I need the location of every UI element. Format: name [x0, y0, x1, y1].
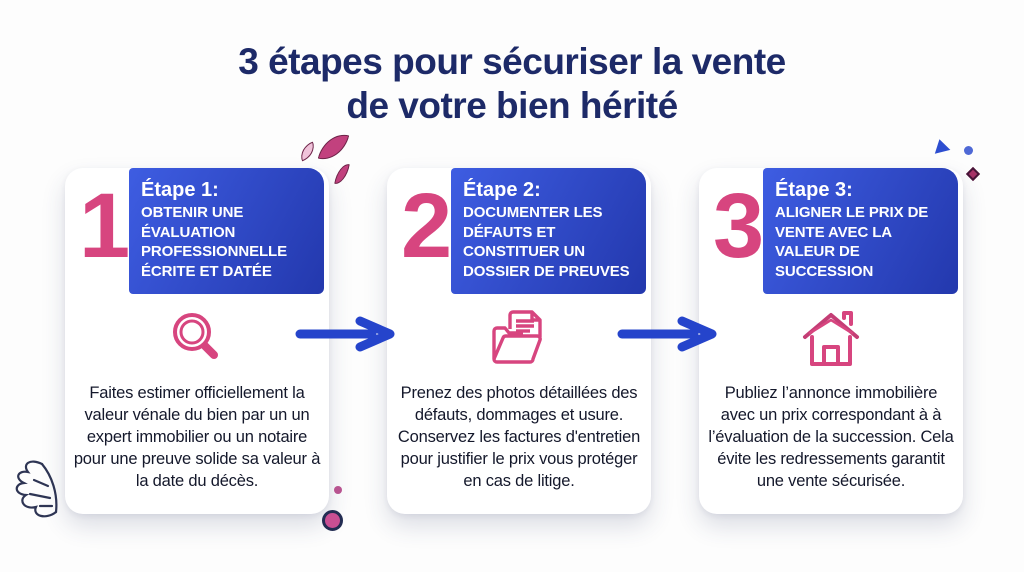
- arrow-step2-to-step3-icon: [616, 316, 720, 352]
- step-card-2: 2 Étape 2: DOCUMENTER LES DÉFAUTS ET CON…: [387, 168, 651, 514]
- step-description: Prenez des photos détaillées des défauts…: [397, 384, 641, 491]
- arrow-step1-to-step2-icon: [294, 316, 398, 352]
- step-header: Étape 2: DOCUMENTER LES DÉFAUTS ET CONST…: [451, 168, 646, 294]
- step-card-1: 1 Étape 1: OBTENIR UNE ÉVALUATION PROFES…: [65, 168, 329, 514]
- step-label: Étape 1:: [141, 179, 219, 201]
- page-title-line2: de votre bien hérité: [346, 84, 678, 126]
- step-number: 3: [713, 175, 765, 277]
- step-number: 2: [401, 175, 453, 277]
- diamond-decoration-icon: [965, 166, 981, 182]
- step-heading: DOCUMENTER LES DÉFAUTS ET CONSTITUER UN …: [463, 204, 630, 280]
- step-heading: OBTENIR UNE ÉVALUATION PROFESSIONNELLE É…: [141, 204, 288, 280]
- step-number: 1: [79, 175, 131, 277]
- pink-circle-icon: [322, 510, 343, 531]
- step-label: Étape 3:: [775, 179, 853, 201]
- leaf-outline-icon: [296, 141, 319, 162]
- step-header: Étape 3: ALIGNER LE PRIX DE VENTE AVEC L…: [763, 168, 958, 294]
- house-icon: [699, 304, 963, 374]
- step-description: Faites estimer officiellement la valeur …: [73, 384, 321, 491]
- dot-decoration-icon: [964, 146, 973, 155]
- sketch-leaf-icon: [12, 450, 86, 526]
- step-label: Étape 2:: [463, 179, 541, 201]
- step-heading: ALIGNER LE PRIX DE VENTE AVEC LA VALEUR …: [775, 204, 929, 280]
- magnifier-icon: [65, 304, 329, 374]
- page-title-line1: 3 étapes pour sécuriser la vente: [238, 41, 786, 82]
- pink-dot-icon: [334, 486, 342, 494]
- triangle-decoration-icon: [931, 137, 951, 154]
- folder-document-icon: [387, 304, 651, 374]
- step-header: Étape 1: OBTENIR UNE ÉVALUATION PROFESSI…: [129, 168, 324, 294]
- step-description: Publiez l’annonce immobilière avec un pr…: [708, 384, 954, 491]
- leaf-filled-icon: [317, 129, 350, 165]
- page-title: 3 étapes pour sécuriser la vente de votr…: [0, 40, 1024, 127]
- leaf-small-icon: [334, 162, 350, 186]
- step-card-3: 3 Étape 3: ALIGNER LE PRIX DE VENTE AVEC…: [699, 168, 963, 514]
